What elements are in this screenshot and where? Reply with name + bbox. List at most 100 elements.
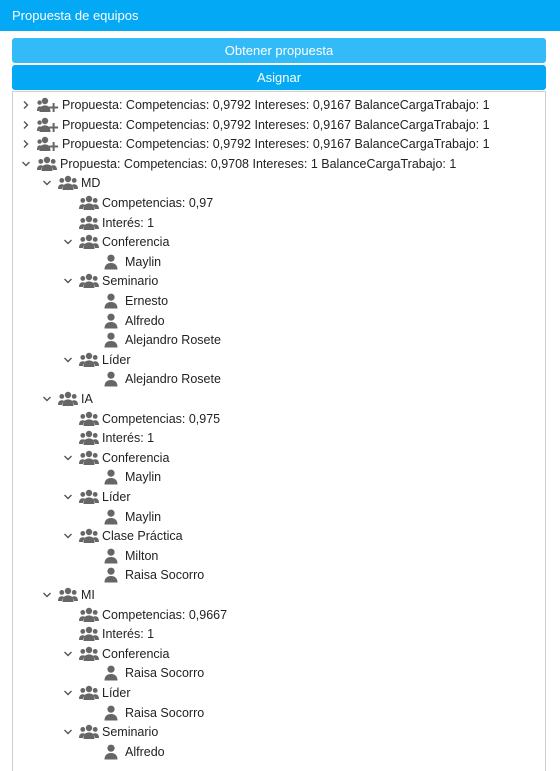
group-add-icon xyxy=(37,117,59,133)
tree-node-label: Milton xyxy=(125,548,159,563)
assign-button[interactable]: Asignar xyxy=(12,65,546,90)
tree-node[interactable]: Raisa Socorro xyxy=(82,663,204,683)
tree-node-label: Clase Práctica xyxy=(102,529,183,544)
get-proposal-button[interactable]: Obtener propuesta xyxy=(12,38,546,63)
tree-node-label: Maylin xyxy=(125,254,162,269)
tree-node[interactable]: Líder xyxy=(61,683,131,703)
tree-node[interactable]: Líder xyxy=(61,487,131,507)
chevron-down-icon[interactable] xyxy=(61,353,75,367)
tree-node[interactable]: Alfredo xyxy=(82,742,165,762)
tree-node[interactable]: Alejandro Rosete xyxy=(82,369,221,389)
person-icon xyxy=(104,744,118,760)
chevron-down-icon[interactable] xyxy=(61,529,75,543)
chevron-right-icon[interactable] xyxy=(19,137,33,151)
tree-node-label: Propuesta: Competencias: 0,9792 Interese… xyxy=(62,137,490,152)
group-icon xyxy=(79,195,99,211)
tree-node-label: Alejandro Rosete xyxy=(125,333,221,348)
tree-node-label: Alejandro Rosete xyxy=(125,372,221,387)
tree-node-label: Conferencia xyxy=(102,646,170,661)
tree-node[interactable]: Conferencia xyxy=(61,448,169,468)
tree-node[interactable]: MD xyxy=(40,173,100,193)
tree-node-label: Líder xyxy=(102,490,131,504)
chevron-down-icon[interactable] xyxy=(61,235,75,249)
tree-node[interactable]: Seminario xyxy=(61,271,158,291)
person-icon xyxy=(104,548,118,564)
chevron-down-icon[interactable] xyxy=(61,490,75,504)
group-icon xyxy=(58,587,78,603)
chevron-down-icon[interactable] xyxy=(40,176,54,190)
chevron-down-icon[interactable] xyxy=(61,451,75,465)
tree-node[interactable]: Conferencia xyxy=(61,232,169,252)
tree-node[interactable]: Maylin xyxy=(82,467,161,487)
tree-node-label: Propuesta: Competencias: 0,9708 Interese… xyxy=(60,156,457,171)
group-icon xyxy=(79,215,99,231)
tree-node[interactable]: Interés: 1 xyxy=(61,428,154,448)
tree-node[interactable]: Alfredo xyxy=(82,311,165,331)
chevron-down-icon[interactable] xyxy=(61,725,75,739)
tree-node[interactable]: Maylin xyxy=(82,252,161,272)
tree-node-label: Propuesta: Competencias: 0,9792 Interese… xyxy=(62,98,490,112)
tree-node[interactable]: Maylin xyxy=(82,507,161,527)
chevron-down-icon[interactable] xyxy=(19,157,33,171)
person-icon xyxy=(104,705,118,721)
tree-node[interactable]: Ernesto xyxy=(82,291,168,311)
group-icon xyxy=(79,607,99,623)
chevron-down-icon[interactable] xyxy=(61,647,75,661)
tree-node[interactable]: Propuesta: Competencias: 0,9792 Interese… xyxy=(19,115,490,135)
tree-node-label: Raisa Socorro xyxy=(125,568,205,583)
group-icon xyxy=(79,724,99,740)
person-icon xyxy=(104,254,118,270)
person-icon xyxy=(104,371,118,387)
tree-node-label: Raisa Socorro xyxy=(125,666,205,681)
tree-node[interactable]: IA xyxy=(40,389,93,409)
tree-node[interactable]: Raisa Socorro xyxy=(82,565,204,585)
group-icon xyxy=(79,450,99,466)
person-icon xyxy=(104,665,118,681)
tree-node-label: Seminario xyxy=(102,274,159,289)
tree-node[interactable]: MI xyxy=(40,585,95,605)
tree-node[interactable]: Propuesta: Competencias: 0,9708 Interese… xyxy=(19,154,456,174)
tree-node-label: Raisa Socorro xyxy=(125,705,205,720)
tree-node-label: Conferencia xyxy=(102,235,170,250)
tree-node[interactable]: Propuesta: Competencias: 0,9792 Interese… xyxy=(19,134,490,154)
tree-node[interactable]: Conferencia xyxy=(61,644,169,664)
tree-node[interactable]: Interés: 1 xyxy=(61,624,154,644)
tree-node[interactable]: Clase Práctica xyxy=(61,526,183,546)
group-add-icon xyxy=(37,97,59,113)
chevron-right-icon[interactable] xyxy=(19,98,33,112)
person-icon xyxy=(104,509,118,525)
tree-node[interactable]: Propuesta: Competencias: 0,9792 Interese… xyxy=(19,95,490,115)
group-icon xyxy=(79,273,99,289)
tree-node[interactable]: Líder xyxy=(61,350,131,370)
tree-node-label: Competencias: 0,9667 xyxy=(102,607,228,622)
group-icon xyxy=(79,528,99,544)
chevron-down-icon[interactable] xyxy=(40,392,54,406)
chevron-right-icon[interactable] xyxy=(19,118,33,132)
tree-node[interactable]: Seminario xyxy=(61,722,158,742)
tree-node-label: Alfredo xyxy=(125,313,165,328)
person-icon xyxy=(104,332,118,348)
person-icon xyxy=(104,293,118,309)
group-icon xyxy=(79,352,99,368)
group-icon xyxy=(79,430,99,446)
tree-node[interactable]: Competencias: 0,97 xyxy=(61,193,213,213)
tree-node[interactable]: Alejandro Rosete xyxy=(82,330,221,350)
tree-node-label: MD xyxy=(81,176,101,191)
group-icon xyxy=(79,411,99,427)
chevron-down-icon[interactable] xyxy=(61,686,75,700)
tree-node-label: Seminario xyxy=(102,725,159,740)
tree-node-label: Interés: 1 xyxy=(102,627,155,642)
window-title-bar: Propuesta de equipos xyxy=(0,0,560,31)
group-icon xyxy=(58,175,78,191)
tree-node[interactable]: Competencias: 0,975 xyxy=(61,409,220,429)
tree-node[interactable]: Interés: 1 xyxy=(61,213,154,233)
tree-node-label: Conferencia xyxy=(102,450,170,465)
tree-node[interactable]: Competencias: 0,9667 xyxy=(61,605,227,625)
chevron-down-icon[interactable] xyxy=(61,274,75,288)
group-icon xyxy=(79,626,99,642)
tree-node[interactable]: Raisa Socorro xyxy=(82,703,204,723)
chevron-down-icon[interactable] xyxy=(40,588,54,602)
tree-node-label: Maylin xyxy=(125,470,162,485)
tree-node[interactable]: Milton xyxy=(82,546,158,566)
proposal-tree[interactable]: Propuesta: Competencias: 0,9792 Interese… xyxy=(12,91,546,771)
